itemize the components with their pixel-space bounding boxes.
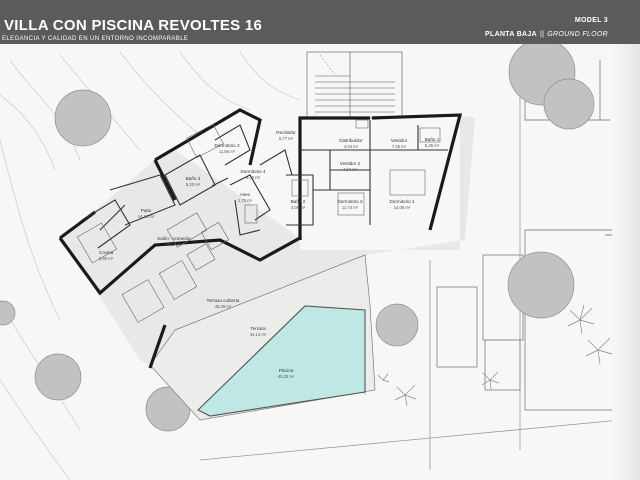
room-cocina-area: 9,80 m²: [99, 256, 114, 261]
scan-edge-shadow: [612, 44, 640, 480]
room-bano1-name: Baño 1: [425, 137, 440, 142]
room-dormitorio3-name: Dormitorio 3: [214, 143, 239, 148]
room-bano3-name: Baño 3: [186, 176, 201, 181]
room-vestidor2-name: Vestidor 2: [340, 161, 361, 166]
room-vestidor-name: Vestidor: [391, 138, 408, 143]
room-vestidor-area: 7,25 m²: [392, 144, 407, 149]
room-recibidor-name: Recibidor: [276, 130, 296, 135]
swimming-pool: [197, 305, 366, 417]
room-terraza-area: 48,38 m²: [215, 304, 232, 309]
room-cocina-name: Cocina: [99, 250, 114, 255]
room-recibidor-area: 5,77 m²: [279, 136, 294, 141]
palms: [377, 304, 613, 407]
room-bano3-area: 5,20 m²: [186, 182, 201, 187]
page-subtitle: ELEGANCIA Y CALIDAD EN UN ENTORNO INCOMP…: [2, 36, 189, 42]
header-band: VILLA CON PISCINA REVOLTES 16 ELEGANCIA …: [0, 0, 640, 44]
room-labels: Recibidor 5,77 m² Distribuidor 4,04 m² V…: [99, 130, 440, 379]
room-piscina-name: Piscina: [279, 368, 294, 373]
room-terraza-name: Terraza cubierta: [207, 298, 240, 303]
room-aseo-name: Aseo: [240, 192, 251, 197]
room-dormitorio1-name: Dormitorio 1: [389, 199, 414, 204]
model-label: MODEL 3: [574, 17, 608, 24]
room-bano2-area: 4,08 m²: [291, 205, 306, 210]
room-dormitorio4-name: Dormitorio 4: [240, 169, 265, 174]
room-dormitorio2-name: Dormitorio 2: [337, 199, 362, 204]
floor-label-en: GROUND FLOOR: [547, 31, 608, 38]
room-salon-area: 20,17 m²: [166, 242, 183, 247]
terrain-lines: [0, 51, 301, 480]
room-dormitorio4-area: 9,40 m²: [246, 175, 261, 180]
entry-path: [319, 54, 336, 76]
room-piscina-area: 40,25 m²: [278, 374, 295, 379]
room-salon-name: Salón - comedor: [157, 236, 191, 241]
room-bano2-name: Baño 2: [291, 199, 306, 204]
page-title: VILLA CON PISCINA REVOLTES 16: [4, 17, 263, 34]
room-dormitorio3-area: 11,85 m²: [219, 149, 236, 154]
room-bano1-area: 5,35 m²: [425, 143, 440, 148]
room-patio-name: Patio: [141, 208, 152, 213]
furniture: [76, 119, 441, 323]
room-distribuidor-area: 4,04 m²: [344, 144, 359, 149]
access-stairs: [306, 51, 403, 119]
trees: [0, 44, 595, 432]
room-dormitorio2-area: 11,74 m²: [342, 205, 359, 210]
interior-walls: [81, 120, 448, 249]
floor-label-separator: ||: [539, 31, 545, 38]
house-walls: [58, 108, 463, 369]
floor-label-es: PLANTA BAJA: [485, 31, 537, 38]
floor-plan-drawing: Recibidor 5,77 m² Distribuidor 4,04 m² V…: [0, 44, 621, 480]
floor-label: PLANTA BAJA||GROUND FLOOR: [485, 31, 608, 38]
room-solarium-name: Terraza: [250, 326, 266, 331]
room-distribuidor-name: Distribuidor: [339, 138, 363, 143]
room-solarium-area: 44,14 m²: [250, 332, 267, 337]
room-aseo-area: 2,75 m²: [238, 198, 253, 203]
room-dormitorio1-area: 14,08 m²: [394, 205, 411, 210]
room-patio-area: 14,10 m²: [138, 214, 155, 219]
room-vestidor2-area: 4,04 m²: [343, 167, 358, 172]
